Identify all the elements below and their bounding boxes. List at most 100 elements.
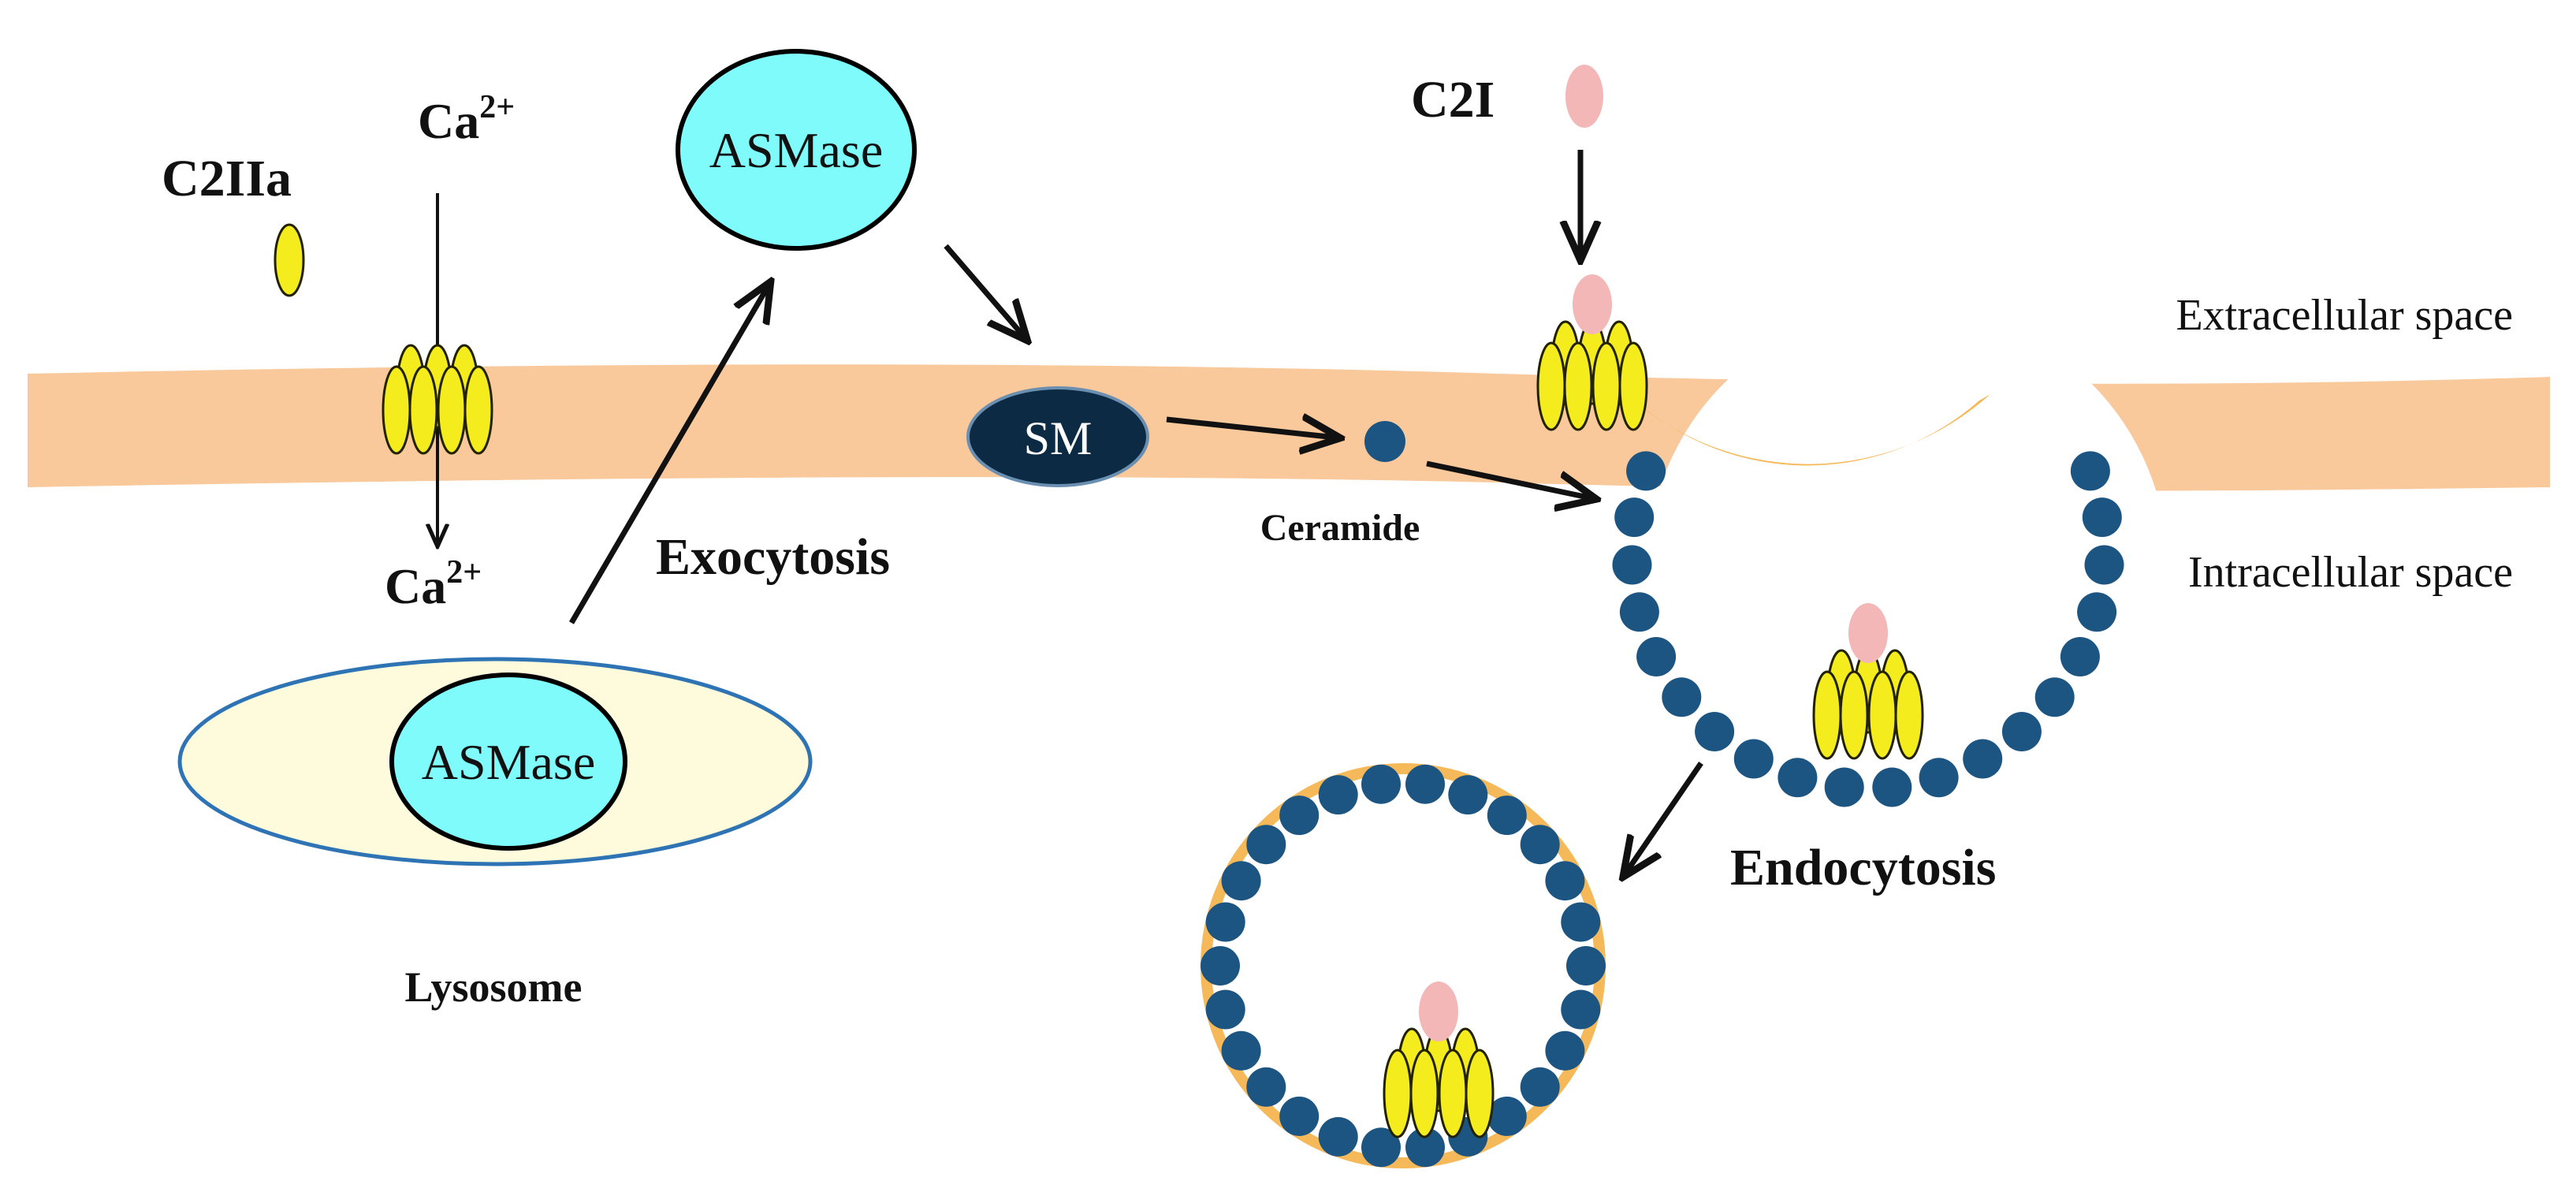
pore-subunit — [1383, 1049, 1413, 1138]
asmase-to-sm-arrow — [944, 244, 1025, 337]
ceramide-dot — [1824, 767, 1864, 807]
ceramide-dot — [2001, 712, 2042, 751]
plasma-membrane — [28, 364, 2550, 491]
ceramide-dot — [2060, 637, 2100, 676]
ceramide-dot — [1612, 545, 1652, 585]
intracellular-space-label: Intracellular space — [2188, 548, 2513, 597]
ceramide-dot — [1279, 1096, 1320, 1136]
ceramide-dot — [1636, 637, 1677, 676]
ceramide-dot — [1520, 1067, 1560, 1107]
pore-subunit — [1867, 670, 1897, 760]
ceramide-dot — [1872, 767, 1912, 807]
pore-subunit — [1894, 670, 1924, 760]
c2iia-pore-c2i-vesicle-icon — [1383, 982, 1495, 1138]
ceramide-dot — [1405, 764, 1445, 804]
pore-subunit — [437, 365, 467, 455]
ceramide-dot — [2070, 451, 2110, 491]
ceramide-dot — [1205, 989, 1245, 1030]
ceramide-dot — [2034, 677, 2075, 717]
ceramide-dot — [1695, 712, 1735, 751]
ceramide-dot — [1963, 739, 2003, 779]
pore-subunit — [1563, 341, 1593, 431]
ceramide-dot — [1561, 902, 1601, 942]
c2i-label: C2I — [1411, 71, 1495, 129]
pore-subunit — [1536, 341, 1566, 431]
ceramide-dot — [1619, 592, 1659, 632]
exocytosis-arrow — [568, 285, 769, 624]
ceramide-dot — [1545, 861, 1585, 901]
c2i-bound-icon — [1419, 982, 1458, 1041]
ceramide-dot — [1778, 758, 1818, 798]
sm-to-ceramide-arrow — [1166, 419, 1336, 438]
c2iia-label: C2IIa — [162, 150, 292, 207]
pore-subunit — [1839, 670, 1869, 760]
ceramide-dot — [1205, 902, 1245, 942]
ceramide-dot — [1626, 451, 1666, 491]
pore-subunit — [274, 223, 305, 297]
ca-top-superscript: 2+ — [479, 89, 515, 125]
c2iia-pore-c2i-surface-icon — [1536, 274, 1648, 431]
ceramide-dot — [2077, 592, 2117, 632]
pore-subunit — [1438, 1049, 1468, 1138]
ceramide-to-pit-arrow — [1426, 460, 1592, 498]
c2iia-monomer-icon — [274, 223, 305, 297]
ca-bottom-label: Ca2+ — [385, 554, 482, 614]
c2i-bound-icon — [1848, 603, 1888, 663]
pore-subunit — [1591, 341, 1621, 431]
asmase-lysosome — [389, 673, 627, 851]
ceramide-dot — [1318, 775, 1358, 815]
ceramide-dot — [1318, 1116, 1358, 1157]
ceramide-dot — [1566, 946, 1606, 985]
ceramide-dot — [1221, 1030, 1261, 1071]
ceramide-dot — [1614, 497, 1655, 538]
ceramide-dot — [2084, 545, 2124, 585]
sphingomyelin — [966, 386, 1149, 487]
extracellular-space-label: Extracellular space — [2176, 291, 2513, 340]
ceramide-dot — [1361, 1127, 1401, 1168]
asmase-outside-label: ASMase — [709, 122, 883, 178]
c2i-free-icon — [1565, 65, 1603, 128]
ceramide-dot — [1448, 775, 1488, 815]
endocytosis-label: Endocytosis — [1730, 839, 1996, 896]
ceramide-dot — [1919, 758, 1959, 798]
ceramide-dot — [1733, 739, 1774, 779]
ceramide-dot — [1487, 1096, 1527, 1136]
ceramide-label: Ceramide — [1260, 507, 1420, 549]
ceramide-dot — [1561, 989, 1601, 1030]
ceramide-dot — [2082, 497, 2122, 538]
asmase-lysosome-label: ASMase — [422, 734, 595, 790]
lysosome-label: Lysosome — [404, 963, 582, 1011]
c2iia-pore-membrane-icon — [382, 344, 493, 455]
pit-ceramide-dots — [1612, 451, 2124, 807]
exocytosis-label: Exocytosis — [656, 528, 890, 586]
ca-top-label: Ca2+ — [418, 89, 515, 149]
ceramide-dot — [1246, 1067, 1286, 1107]
vesicle-ceramide-dots — [1201, 764, 1606, 1168]
ceramide-dot — [1279, 795, 1320, 836]
ceramide-dot — [1520, 825, 1560, 865]
pore-subunit — [1618, 341, 1648, 431]
pit-lining — [1636, 394, 1990, 466]
pore-subunit — [1409, 1049, 1439, 1138]
asmase-outside — [676, 49, 917, 251]
ceramide-dot — [1246, 825, 1286, 865]
pore-subunit — [463, 365, 493, 455]
c2iia-pore-c2i-pit-icon — [1812, 603, 1924, 760]
ceramide-dot — [1221, 861, 1261, 901]
ceramide-dot — [1545, 1030, 1585, 1071]
ceramide-dot — [1361, 764, 1401, 804]
c2i-bound-icon — [1573, 274, 1612, 334]
pore-subunit — [408, 365, 438, 455]
pore-subunit — [1465, 1049, 1495, 1138]
endocytosis-arrow — [1625, 762, 1703, 874]
sm-label: SM — [1024, 412, 1093, 464]
ceramide-dot — [1662, 677, 1702, 717]
ceramide-dot — [1405, 1127, 1445, 1168]
pore-subunit — [382, 365, 411, 455]
ceramide-dot — [1364, 421, 1405, 462]
ceramide-dot — [1487, 795, 1527, 836]
ceramide-dot — [1201, 946, 1240, 985]
ca-bottom-superscript: 2+ — [446, 554, 482, 591]
pore-subunit — [1812, 670, 1842, 760]
